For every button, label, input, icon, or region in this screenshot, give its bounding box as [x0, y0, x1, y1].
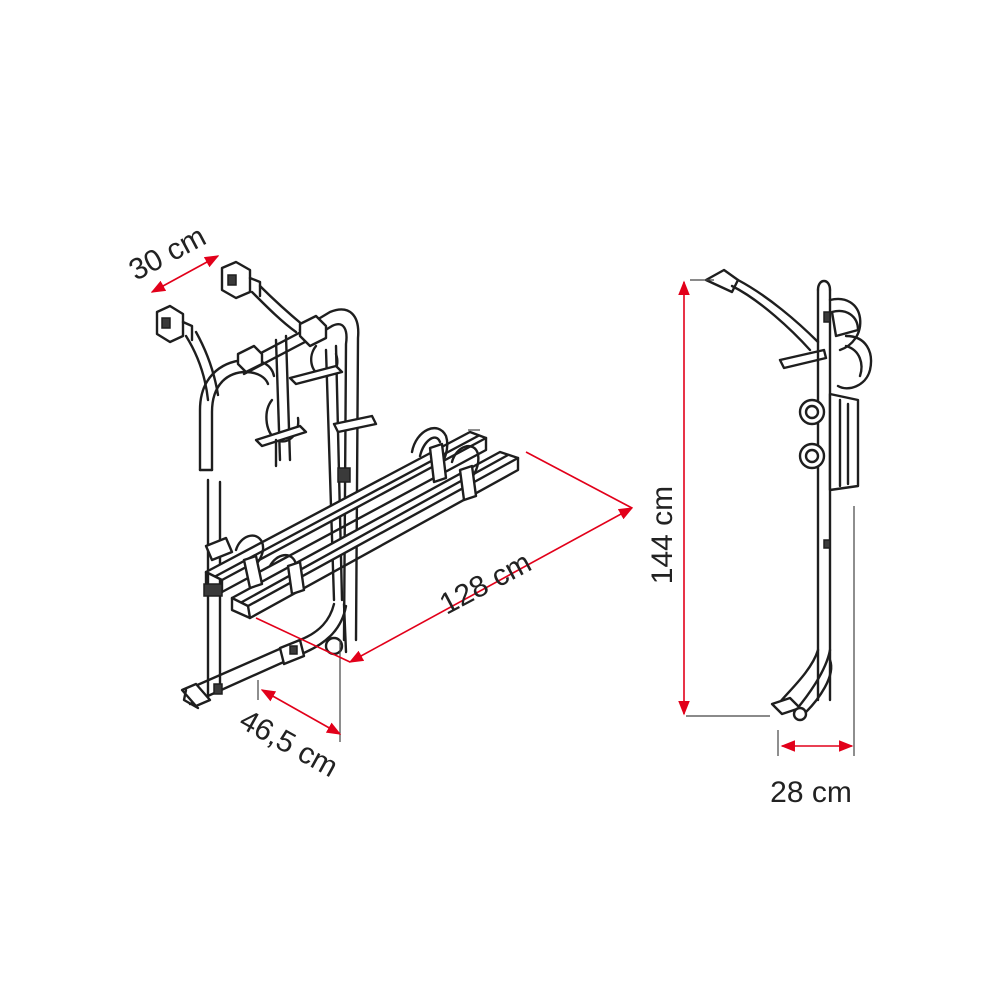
- tube-clamp: [203, 583, 223, 597]
- dimension-extension-rail: [255, 617, 351, 663]
- frame-holder-left: [236, 344, 308, 468]
- lower-support-arm: [180, 602, 348, 710]
- wheel-strap-front: [410, 426, 480, 502]
- wheel-strap-rear: [204, 534, 306, 596]
- dimension-label-top-width: 30 cm: [124, 220, 212, 287]
- bike-rack-perspective-drawing: [155, 260, 520, 710]
- dimension-label-side-depth: 28 cm: [770, 776, 852, 809]
- dimension-extension-rail: [525, 451, 633, 509]
- dimension-label-depth: 46,5 cm: [234, 703, 343, 784]
- dimension-line-rail-length: [348, 507, 634, 663]
- dimension-line-top-width: [150, 255, 220, 293]
- dimension-line-depth: [260, 689, 342, 735]
- bike-rack-side-drawing: [704, 268, 873, 722]
- dimension-label-rail-length: 128 cm: [434, 546, 536, 621]
- top-mount-clamp-left: [155, 304, 194, 344]
- dimension-lines: [150, 255, 854, 752]
- dimension-label-height: 144 cm: [646, 486, 679, 584]
- tube-clamp: [337, 467, 351, 483]
- frame-holder-right: [288, 314, 378, 434]
- top-mount-clamp-right: [220, 260, 262, 300]
- extension-lines: [257, 279, 855, 756]
